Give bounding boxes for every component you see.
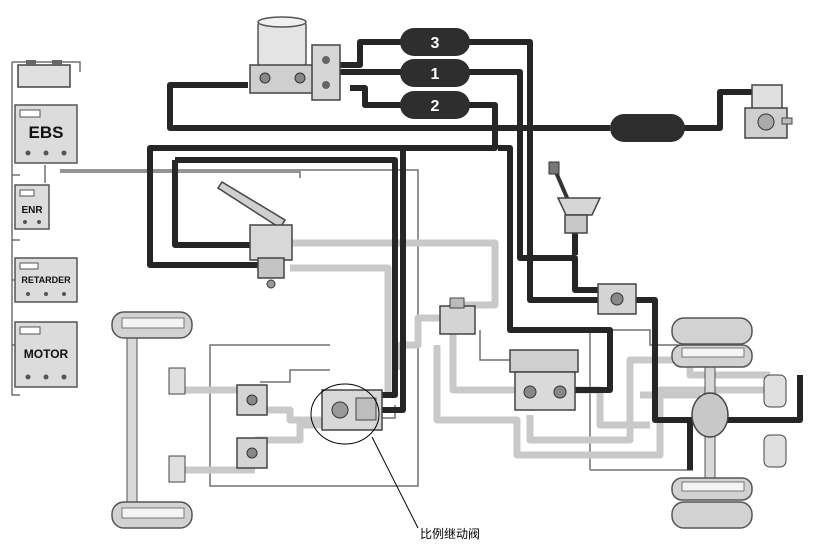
ecu-module-retarder: RETARDER bbox=[14, 257, 78, 303]
proportional-relay-valve bbox=[321, 389, 383, 431]
light-air-lines bbox=[180, 239, 770, 474]
hand-brake-valve bbox=[548, 161, 602, 234]
compressor bbox=[744, 84, 793, 139]
reservoir-tank bbox=[610, 114, 685, 142]
front-abs-valve-upper bbox=[236, 384, 268, 416]
ecu-label-retarder: RETARDER bbox=[21, 275, 71, 285]
callout-leader-line bbox=[371, 436, 419, 529]
ecu-label-motor: MOTOR bbox=[24, 347, 69, 361]
air-tank-3: 3 bbox=[400, 28, 470, 56]
air-tank-1: 1 bbox=[400, 59, 470, 87]
dark-air-lines bbox=[147, 39, 803, 470]
relay-valve-center bbox=[439, 297, 476, 335]
tank-label-2: 2 bbox=[431, 98, 440, 115]
tank-label-3: 3 bbox=[431, 35, 440, 52]
ecu-label-enr: ENR bbox=[21, 205, 43, 216]
front-abs-valve-lower bbox=[236, 437, 268, 469]
ecu-module-ebs: EBS bbox=[14, 104, 78, 164]
rear-axle bbox=[671, 317, 787, 529]
front-axle bbox=[111, 311, 193, 529]
air-dryer-unit bbox=[249, 16, 341, 101]
rear-axle-modulator bbox=[509, 349, 579, 411]
callout-highlight-ellipse bbox=[310, 383, 380, 445]
tank-label-1: 1 bbox=[431, 66, 440, 83]
ecu-label-ebs: EBS bbox=[29, 123, 64, 142]
air-tank-2: 2 bbox=[400, 91, 470, 119]
hand-control-relay-valve bbox=[597, 283, 637, 315]
callout-label: 比例继动阀 bbox=[420, 527, 480, 541]
ecu-module-enr: ENR bbox=[14, 184, 50, 230]
ecu-module-motor: MOTOR bbox=[14, 321, 78, 388]
foot-brake-valve bbox=[216, 180, 293, 289]
battery bbox=[17, 60, 71, 88]
